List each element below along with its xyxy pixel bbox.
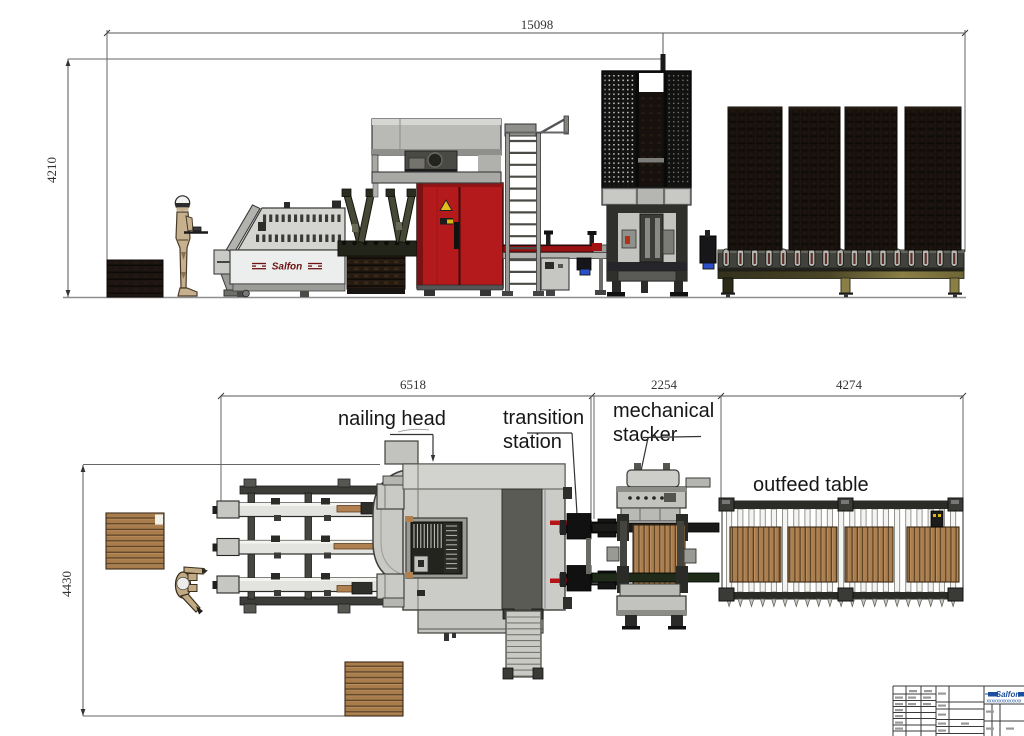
svg-text:2254: 2254 bbox=[651, 377, 678, 392]
svg-text:6518: 6518 bbox=[400, 377, 426, 392]
svg-text:4274: 4274 bbox=[836, 377, 863, 392]
svg-text:nailing head: nailing head bbox=[338, 408, 446, 430]
svg-text:4430: 4430 bbox=[59, 571, 74, 597]
svg-text:transition: transition bbox=[503, 407, 584, 429]
svg-text:mechanical: mechanical bbox=[613, 400, 714, 422]
svg-text:outfeed table: outfeed table bbox=[753, 474, 869, 496]
svg-text:15098: 15098 bbox=[521, 17, 554, 32]
svg-text:4210: 4210 bbox=[44, 157, 59, 183]
svg-text:Salfon: Salfon bbox=[996, 690, 1021, 699]
svg-text:station: station bbox=[503, 431, 562, 453]
svg-text:stacker: stacker bbox=[613, 424, 678, 446]
svg-text:xxxxxxxxxxxxxx: xxxxxxxxxxxxxx bbox=[987, 699, 1023, 705]
svg-text:Salfon: Salfon bbox=[272, 262, 303, 273]
